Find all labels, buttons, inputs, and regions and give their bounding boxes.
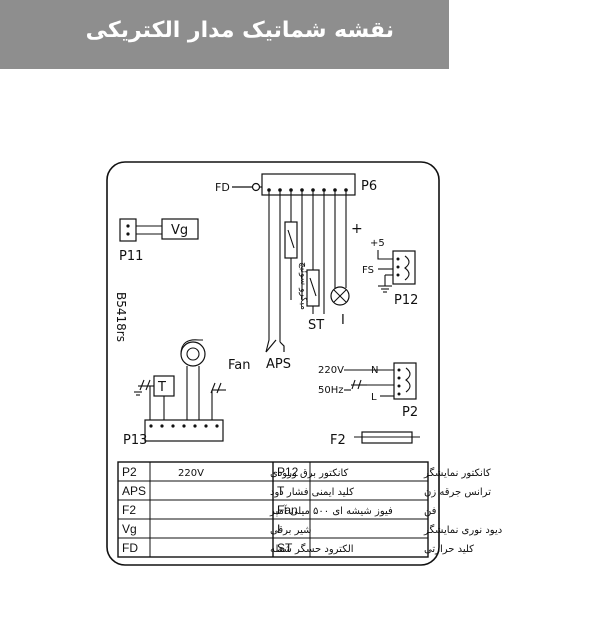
st-label: ST bbox=[308, 318, 324, 333]
f2-label: F2 bbox=[330, 433, 346, 448]
v220-label: 220V bbox=[318, 365, 344, 376]
thermal-switch bbox=[306, 269, 320, 307]
legend-left-code: FD bbox=[122, 541, 138, 555]
legend-left-code: Vg bbox=[122, 522, 137, 536]
legend-left-code: P2 bbox=[122, 465, 137, 479]
page-title: نقشه شماتیک مدار الکتریکی bbox=[85, 18, 394, 43]
p6-label: P6 bbox=[361, 179, 377, 194]
p2-label: P2 bbox=[402, 405, 418, 420]
plus-sign: + bbox=[351, 221, 363, 237]
legend-right-desc: دیود نوری نمایشگر bbox=[423, 524, 502, 536]
i-label: I bbox=[341, 313, 345, 328]
p11-connector bbox=[119, 218, 137, 242]
p13-connector bbox=[144, 419, 224, 442]
led-lamp bbox=[330, 286, 350, 306]
legend-right-desc: فن bbox=[424, 506, 437, 517]
legend-left-desc: فیوز شیشه ای ۵۰۰ میلی آمپر bbox=[269, 504, 393, 517]
micro-switch-label: میکرو سوئیچ bbox=[298, 262, 308, 310]
diagram-frame bbox=[106, 161, 440, 566]
fan-label: Fan bbox=[228, 358, 251, 373]
plus5-label: +5 bbox=[370, 238, 385, 249]
legend-right-desc: کانکتور نمایشگر bbox=[423, 467, 491, 479]
legend-right-desc: ترانس جرقه زن bbox=[424, 487, 491, 498]
p6-connector bbox=[261, 173, 356, 196]
fd-label: FD bbox=[215, 181, 230, 194]
p13-label: P13 bbox=[123, 433, 147, 448]
legend-left-code: APS bbox=[122, 484, 146, 498]
legend-right-code: P12 bbox=[277, 465, 299, 479]
aps-label: APS bbox=[266, 357, 291, 372]
legend-right-desc: کلید حرارتی bbox=[424, 544, 474, 555]
vg-valve bbox=[161, 218, 199, 240]
legend-right-code: Fan bbox=[277, 503, 298, 517]
p12-label: P12 bbox=[394, 293, 418, 308]
p6-wires bbox=[265, 190, 347, 353]
t-label: T bbox=[157, 380, 166, 395]
fd-electrode bbox=[251, 182, 261, 192]
legend-table: P2 220V کانکتور برق ورودی P12 کانکتور نم… bbox=[117, 461, 502, 558]
legend-left-desc: کلید ایمنی فشار دود bbox=[270, 487, 354, 498]
title-banner: نقشه شماتیک مدار الکتریکی bbox=[0, 0, 449, 69]
p6-pins bbox=[267, 188, 348, 192]
p11-label: P11 bbox=[119, 249, 143, 264]
p2-connector bbox=[393, 362, 417, 400]
legend-left-code: F2 bbox=[122, 503, 136, 517]
model-code: B5418rs bbox=[114, 292, 128, 342]
legend-left-desc: شیر برقی bbox=[270, 525, 312, 536]
hz50-label: 50Hz bbox=[318, 385, 344, 396]
legend-left-desc: کانکتور برق ورودی bbox=[270, 468, 349, 479]
micro-switch bbox=[284, 221, 298, 259]
legend-left-desc: الکترود حسگر شعله bbox=[270, 543, 354, 555]
legend-left-extra: 220V bbox=[178, 468, 204, 479]
l-label: L bbox=[371, 392, 377, 403]
fs-label: FS bbox=[362, 265, 374, 276]
fan-symbol bbox=[180, 341, 206, 367]
legend-right-code: I bbox=[277, 522, 280, 536]
legend-right-code: ST bbox=[277, 541, 293, 555]
vg-label: Vg bbox=[171, 223, 188, 238]
legend-right-code: T bbox=[277, 484, 285, 498]
p12-connector bbox=[392, 250, 416, 285]
